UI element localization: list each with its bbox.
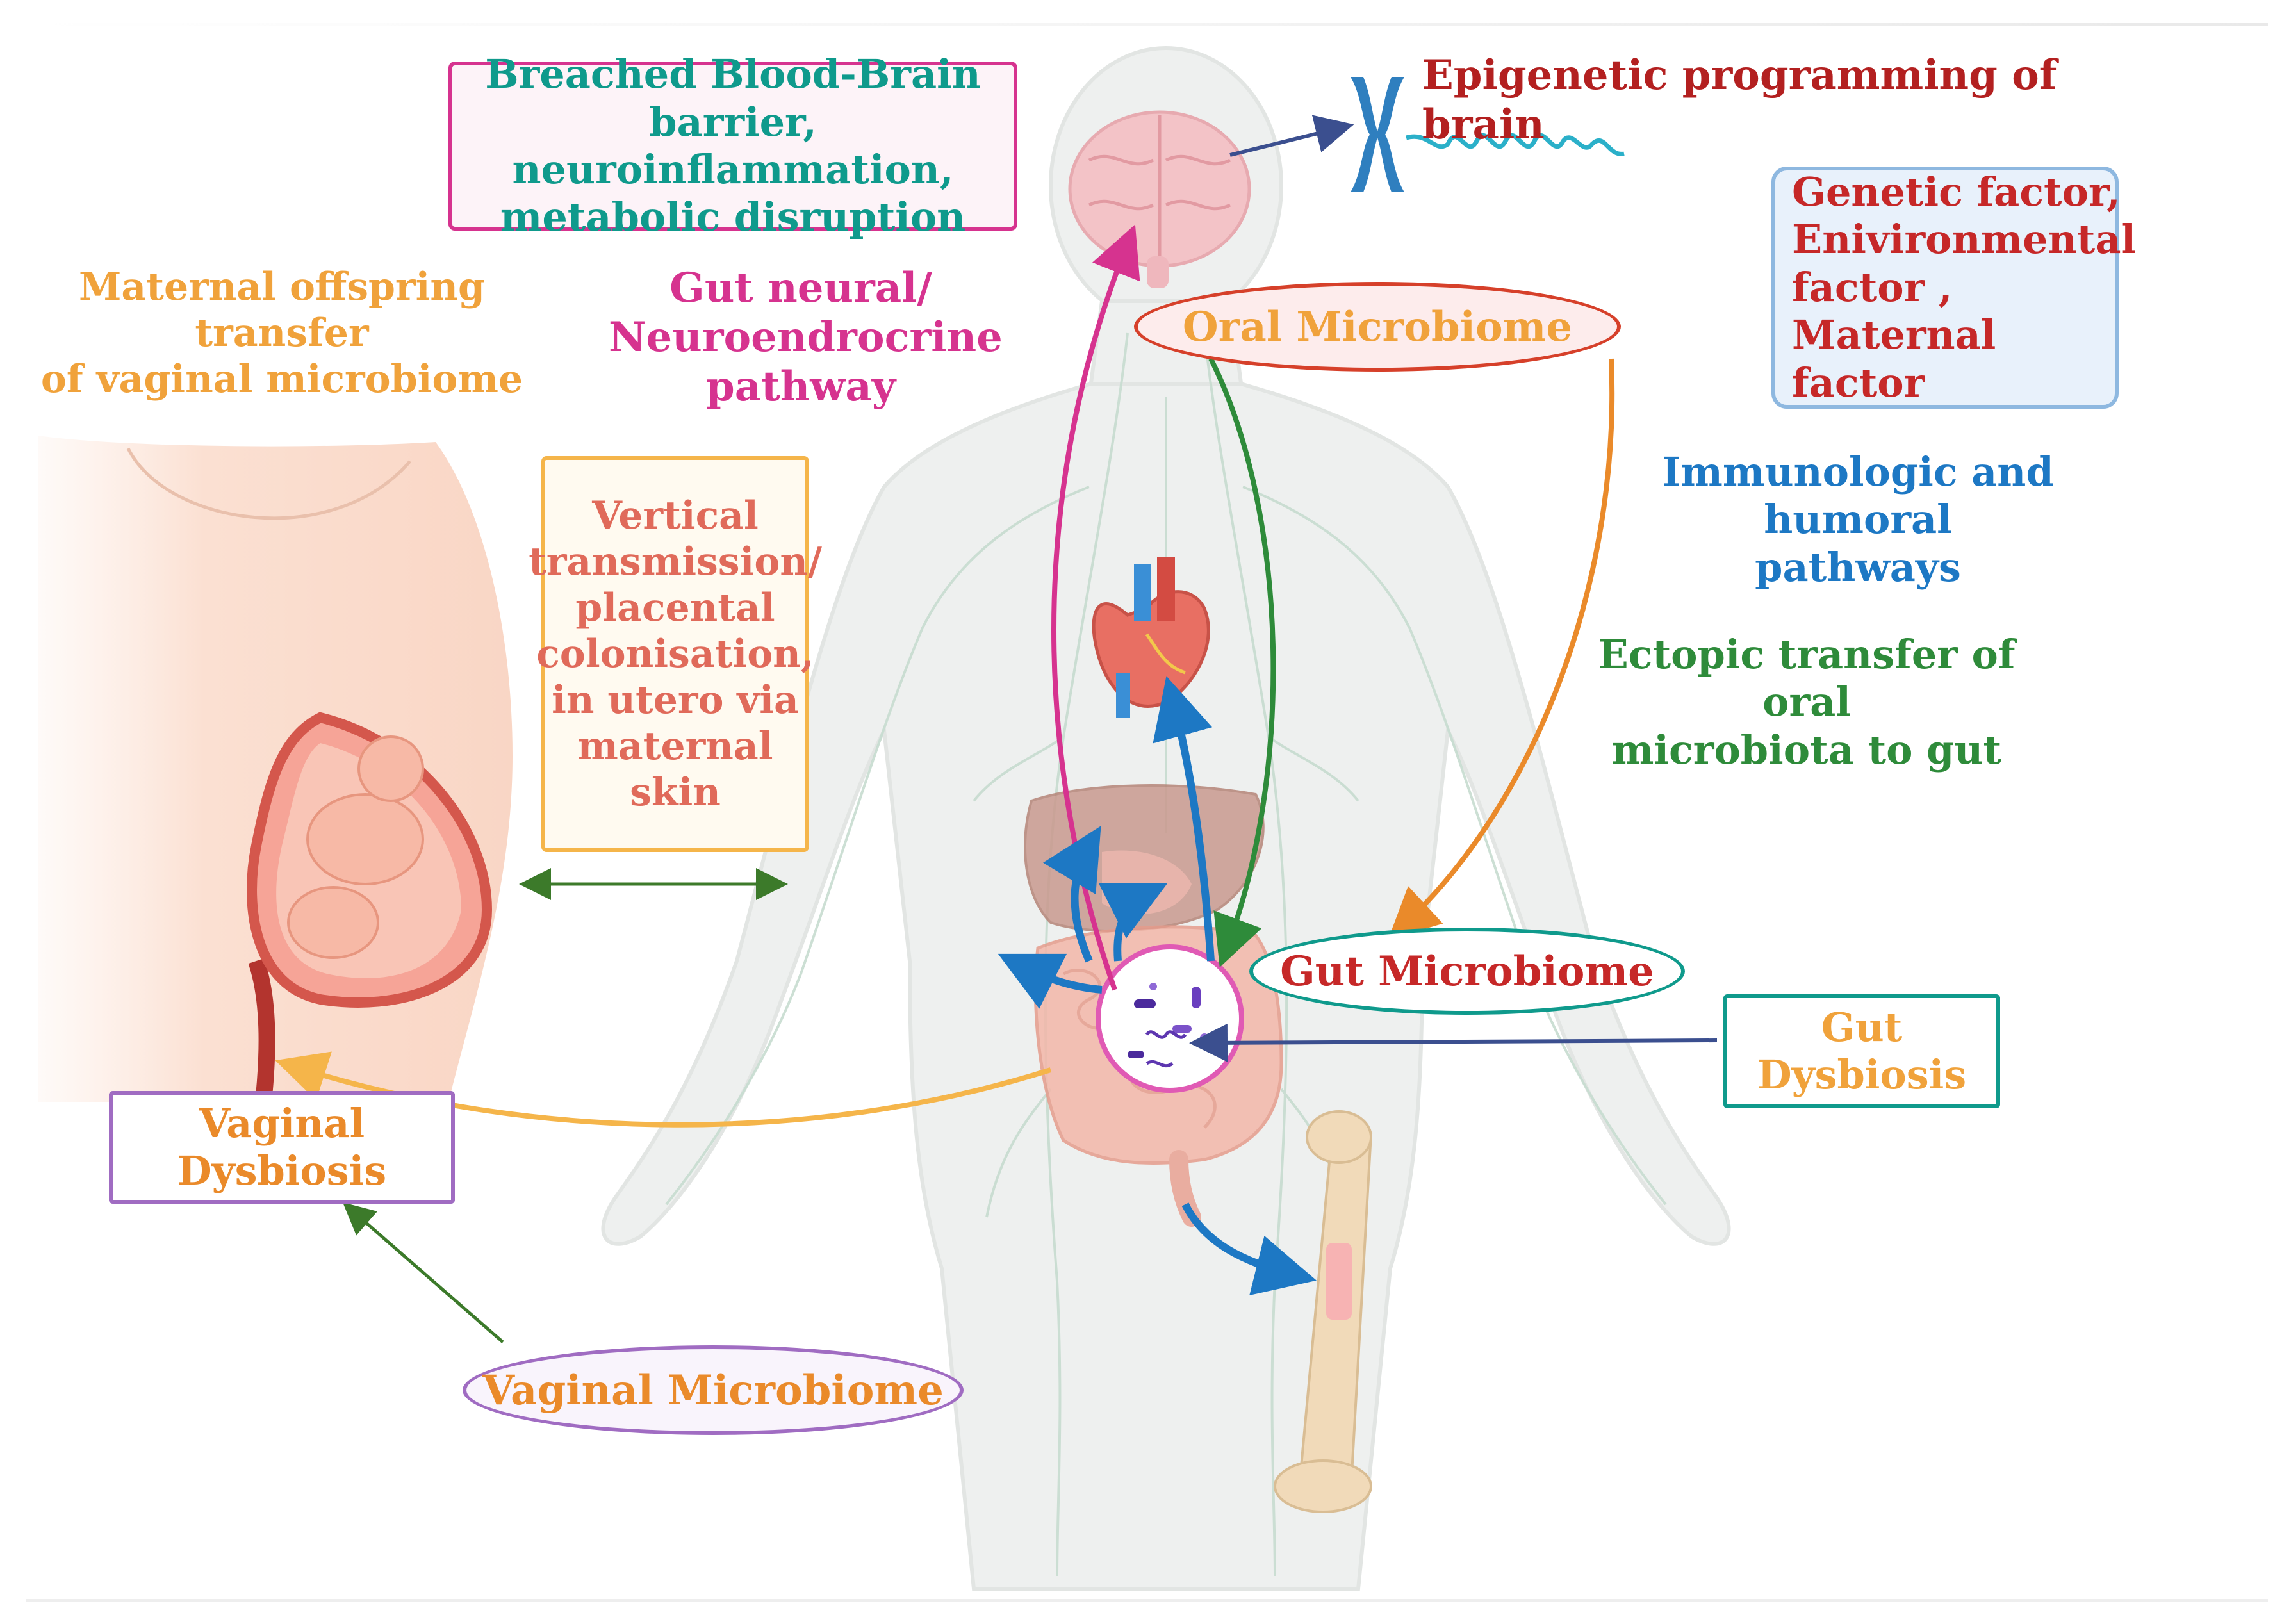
maternal-transfer-label: Maternal offspring transfer of vaginal m… [40,265,523,402]
oral-to-gut-arrow [1208,357,1276,967]
gut-microbiome-oval: Gut Microbiome [1249,928,1685,1015]
oral-microbiome-oval: Oral Microbiome [1134,282,1621,372]
genetic-factor-box: Genetic factor, Enivironmental factor , … [1771,167,2136,409]
chromosome-icon [1351,77,1404,192]
oral-to-gut-microbiome-arrow [1388,358,1615,940]
epigenetic-label: Epigenetic programming of brain [1422,51,2057,149]
gut-to-stomach-arrow [1098,883,1168,962]
gut-outflow-arrows [998,676,1317,1296]
top-rule [26,23,2268,26]
gut-dysbiosis-box: Gut Dysbiosis [1723,994,2000,1108]
bbb-box: Breached Blood-Brain barrier, neuroinfla… [448,51,1017,240]
vaginal-microbiome-oval: Vaginal Microbiome [463,1345,964,1435]
gut-to-side-arrow [998,953,1103,1009]
uterus-fetus-icon [38,436,513,1110]
gut-dysbiosis-to-bacteria-arrow [1189,1023,1718,1062]
vaginal-dysbiosis-box: Vaginal Dysbiosis [109,1091,455,1204]
vertical-transmission-box: Vertical transmission/ placental colonis… [529,456,822,852]
gut-to-heart-arrow [1153,676,1215,962]
ectopic-transfer-label: Ectopic transfer of oral microbiota to g… [1598,631,2016,773]
bottom-rule [26,1599,2268,1602]
gut-to-liver-arrow [1042,826,1101,963]
bacteria-icon [1096,944,1244,1093]
dna-icon [1406,133,1625,156]
gut-to-bone-arrow [1181,1202,1317,1296]
femur-bone-icon [1274,1110,1373,1513]
immunologic-label: Immunologic and humoral pathways [1662,448,2054,591]
brain-to-chromosome-arrow [1229,115,1354,157]
vaginal-microbiome-to-dysbiosis-arrow [342,1202,504,1343]
gut-neural-label: Gut neural/ Neuroendrocrine pathway [609,264,1003,411]
